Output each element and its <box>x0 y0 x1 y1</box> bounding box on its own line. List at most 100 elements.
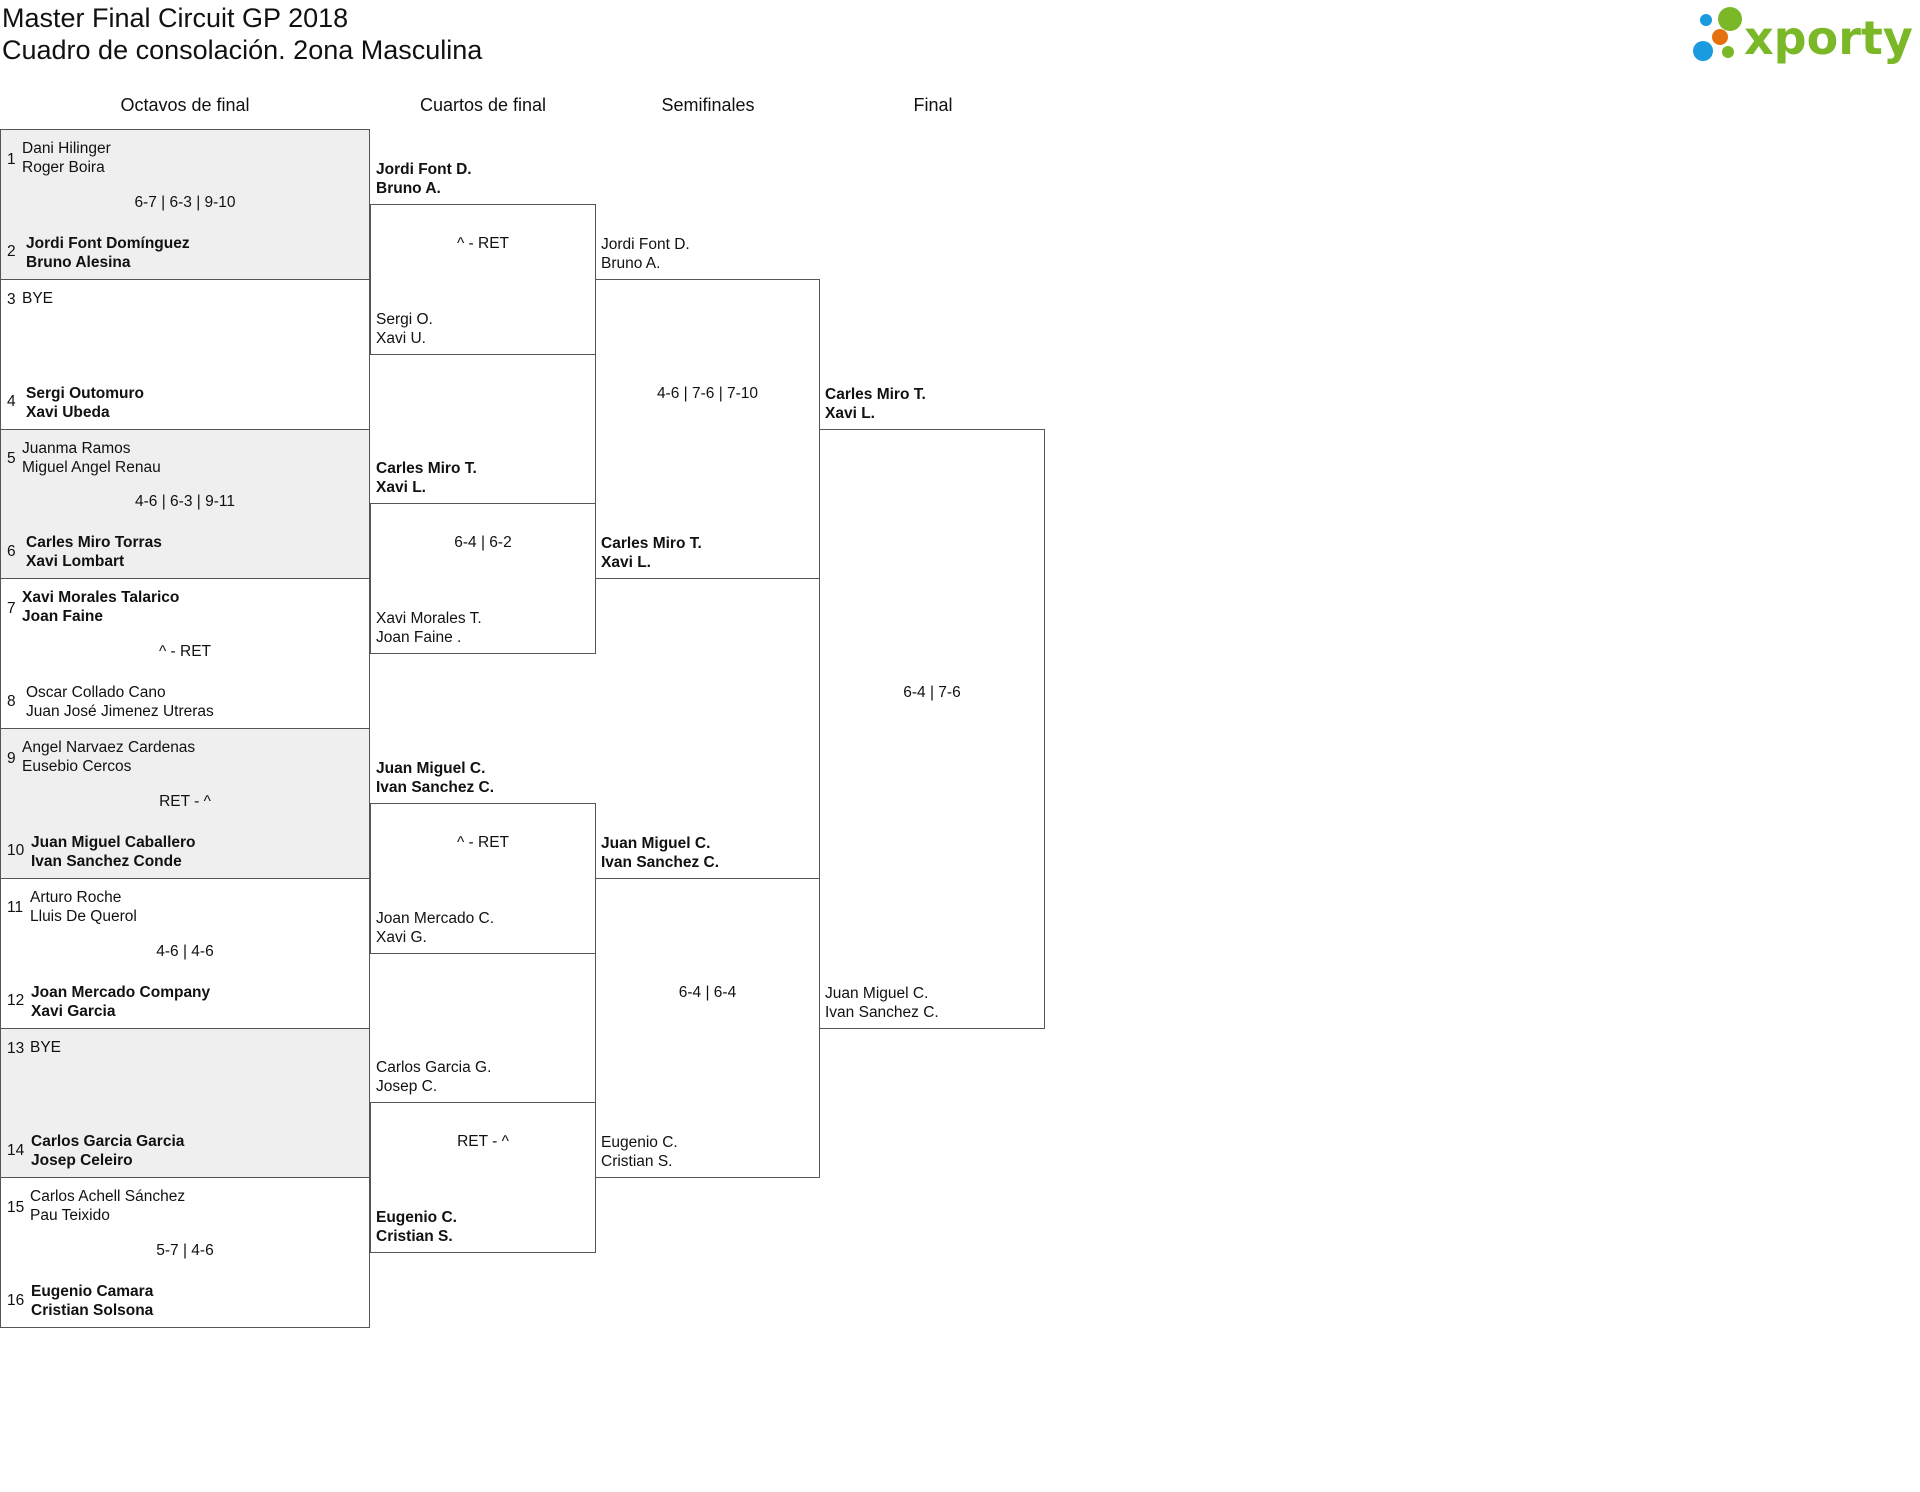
match-connector-box: 4-6 | 7-6 | 7-10 <box>595 278 820 580</box>
player-name: Jordi Font D. <box>601 235 690 253</box>
match-score: 4-6 | 7-6 | 7-10 <box>656 384 759 402</box>
team-pair[interactable]: Eugenio C.Cristian S. <box>376 1208 457 1246</box>
player-name: Carlos Garcia G. <box>376 1059 492 1077</box>
match-score: 5-7 | 4-6 <box>156 1242 214 1260</box>
team-pair[interactable]: Xavi Morales T.Joan Faine . <box>376 609 482 647</box>
player-name: Bruno A. <box>376 179 441 197</box>
player-name: Bruno A. <box>601 254 661 272</box>
round-header-final: Final <box>913 95 953 115</box>
team-pair[interactable]: Carles Miro T.Xavi L. <box>601 534 702 572</box>
match-score: 6-7 | 6-3 | 9-10 <box>134 193 236 211</box>
player-name: Xavi Ubeda <box>26 403 110 421</box>
player-name: Juan Miguel Caballero <box>31 833 196 851</box>
team-pair[interactable]: Jordi Font D.Bruno A. <box>376 160 472 198</box>
match-score: RET - ^ <box>457 1133 509 1151</box>
seed-number: 5 <box>7 450 16 467</box>
seed-number: 1 <box>7 150 16 168</box>
team-pair[interactable]: Juan Miguel C.Ivan Sanchez C. <box>825 984 939 1022</box>
player-name: Joan Faine . <box>376 629 462 647</box>
seed-number: 15 <box>7 1198 25 1216</box>
player-name: Eugenio C. <box>376 1209 457 1227</box>
player-name: Dani Hilinger <box>22 140 111 157</box>
match-connector-box: 6-4 | 6-2 <box>370 503 596 655</box>
team-pair[interactable]: BYE <box>30 1038 61 1057</box>
match-score: ^ - RET <box>456 234 510 252</box>
player-name: Ivan Sanchez C. <box>601 853 720 871</box>
player-name: Juanma Ramos <box>22 439 131 457</box>
player-name: Ivan Sanchez C. <box>376 778 495 796</box>
player-name: Josep C. <box>376 1078 438 1096</box>
player-name: Carles Miro T. <box>601 535 702 553</box>
match-score: 4-6 | 6-3 | 9-11 <box>135 493 235 511</box>
team-pair[interactable]: Jordi Font D.Bruno A. <box>601 235 690 273</box>
player-name: Juan José Jimenez Utreras <box>26 703 214 720</box>
player-name: Eugenio Camara <box>31 1283 154 1300</box>
round-header-cuartos: Cuartos de final <box>419 95 547 115</box>
match-score: 6-4 | 6-4 <box>678 983 737 1001</box>
player-name: Carles Miro Torras <box>26 534 162 552</box>
team-pair[interactable]: Juan Miguel C.Ivan Sanchez C. <box>601 834 719 872</box>
team-pair[interactable]: Eugenio C.Cristian S. <box>601 1133 678 1171</box>
match-connector-box: 6-4 | 6-4 <box>595 877 820 1179</box>
team-pair[interactable]: Carles Miro T.Xavi L. <box>376 459 477 497</box>
seed-number: 3 <box>7 290 16 308</box>
player-name: Xavi L. <box>601 554 651 572</box>
player-name: Xavi Morales T. <box>376 610 482 628</box>
team-pair[interactable]: Juan Miguel C.Ivan Sanchez C. <box>376 759 494 797</box>
seed-number: 12 <box>7 992 25 1009</box>
player-name: Jordi Font Domínguez <box>26 234 190 252</box>
team-pair[interactable]: Carles Miro T.Xavi L. <box>825 385 926 423</box>
seed-number: 6 <box>7 542 16 560</box>
team-pair[interactable]: Carlos Garcia G.Josep C. <box>376 1058 491 1096</box>
seed-number: 14 <box>7 1141 25 1159</box>
player-name: Pau Teixido <box>30 1207 110 1225</box>
player-name: Carlos Garcia Garcia <box>31 1133 185 1151</box>
player-name: Sergi O. <box>376 310 433 328</box>
team-pair[interactable]: BYE <box>22 289 53 308</box>
player-name: Xavi Lombart <box>26 553 125 571</box>
xporty-logo: xporty <box>1693 7 1913 65</box>
player-name: Oscar Collado Cano <box>26 684 166 701</box>
round-header-semifinales: Semifinales <box>661 95 755 115</box>
seed-number: 16 <box>7 1291 25 1309</box>
player-name: Joan Mercado Company <box>31 983 211 1001</box>
player-name: Xavi Morales Talarico <box>22 589 180 607</box>
player-name: Sergi Outomuro <box>26 384 144 402</box>
seed-number: 7 <box>7 599 16 617</box>
player-name: Cristian S. <box>376 1228 453 1246</box>
match-connector-box: 6-4 | 7-6 <box>819 428 1045 1029</box>
match-score: ^ - RET <box>456 833 510 851</box>
team-pair[interactable]: Joan Mercado C.Xavi G. <box>376 909 494 947</box>
match-connector-box: ^ - RET <box>370 203 596 355</box>
seed-number: 8 <box>7 692 16 710</box>
player-name: Eugenio C. <box>601 1134 678 1152</box>
round-header-octavos: Octavos de final <box>120 95 250 115</box>
team-pair[interactable]: Sergi O.Xavi U. <box>376 310 433 348</box>
player-name: Xavi U. <box>376 329 426 347</box>
player-name: Cristian Solsona <box>31 1302 154 1319</box>
player-name: Xavi Garcia <box>31 1002 116 1020</box>
player-name: Ivan Sanchez Conde <box>31 852 182 870</box>
player-name: Miguel Angel Renau <box>22 458 161 476</box>
